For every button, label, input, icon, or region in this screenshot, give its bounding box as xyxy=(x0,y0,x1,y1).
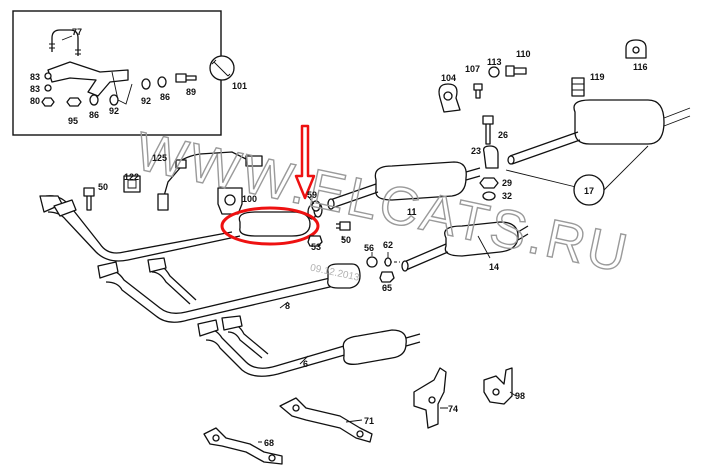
center-muffler-11 xyxy=(374,161,467,201)
pipe-8 xyxy=(103,269,335,323)
bolt-50 xyxy=(83,187,95,211)
label-98: 98 xyxy=(515,391,525,401)
label-101: 101 xyxy=(232,81,247,91)
label-65: 65 xyxy=(382,283,392,293)
label-100: 100 xyxy=(242,194,257,204)
label-59: 59 xyxy=(307,190,317,200)
label-86b: 86 xyxy=(160,92,170,102)
watermark: WWW.ELCATS.RU xyxy=(131,121,635,284)
label-110: 110 xyxy=(516,49,531,59)
label-74: 74 xyxy=(448,404,458,414)
label-92a: 92 xyxy=(109,106,119,116)
center-muffler-14 xyxy=(444,221,519,257)
label-92b: 92 xyxy=(141,96,151,106)
label-32: 32 xyxy=(502,191,512,201)
rubber-119 xyxy=(571,77,585,97)
washer-113 xyxy=(488,66,500,78)
pipe-6 xyxy=(203,327,349,377)
label-89: 89 xyxy=(186,87,196,97)
bracket-71 xyxy=(279,397,373,443)
bolt-107 xyxy=(473,83,483,99)
label-80: 80 xyxy=(30,96,40,106)
label-122: 122 xyxy=(124,172,139,182)
label-119: 119 xyxy=(590,72,605,82)
label-53: 53 xyxy=(311,242,321,252)
bolt-50b xyxy=(336,221,351,231)
bracket-98 xyxy=(483,367,513,405)
catalytic-converter-100 xyxy=(238,211,311,237)
wrench-icon xyxy=(209,55,235,81)
u-bolt-77 xyxy=(51,29,79,56)
label-62: 62 xyxy=(383,240,393,250)
label-17: 17 xyxy=(584,186,594,196)
label-8: 8 xyxy=(285,301,290,311)
label-83b: 83 xyxy=(30,84,40,94)
label-86a: 86 xyxy=(89,110,99,120)
bracket-inset xyxy=(47,61,129,97)
label-14: 14 xyxy=(489,262,499,272)
label-113: 113 xyxy=(487,57,502,67)
label-71: 71 xyxy=(364,416,374,426)
rear-muffler xyxy=(573,99,665,145)
label-116: 116 xyxy=(633,62,648,72)
bolt-110 xyxy=(505,65,527,77)
red-arrow xyxy=(294,124,316,200)
label-68: 68 xyxy=(264,438,274,448)
label-50a: 50 xyxy=(98,182,108,192)
label-23: 23 xyxy=(471,146,481,156)
clamp-23 xyxy=(482,145,499,169)
label-11: 11 xyxy=(407,207,417,217)
label-56: 56 xyxy=(364,243,374,253)
label-83a: 83 xyxy=(30,72,40,82)
label-6: 6 xyxy=(303,359,308,369)
front-pipe xyxy=(45,195,241,262)
label-104: 104 xyxy=(441,73,456,83)
label-95: 95 xyxy=(68,116,78,126)
bolt-26 xyxy=(482,115,494,145)
label-29: 29 xyxy=(502,178,512,188)
label-26: 26 xyxy=(498,130,508,140)
catalyst-6 xyxy=(342,329,407,365)
bracket-68 xyxy=(203,427,283,465)
label-50b: 50 xyxy=(341,235,351,245)
label-77: 77 xyxy=(72,27,82,37)
highlight-ellipse xyxy=(220,206,320,246)
label-125: 125 xyxy=(152,153,167,163)
label-107: 107 xyxy=(465,64,480,74)
bolt-89 xyxy=(175,73,197,83)
